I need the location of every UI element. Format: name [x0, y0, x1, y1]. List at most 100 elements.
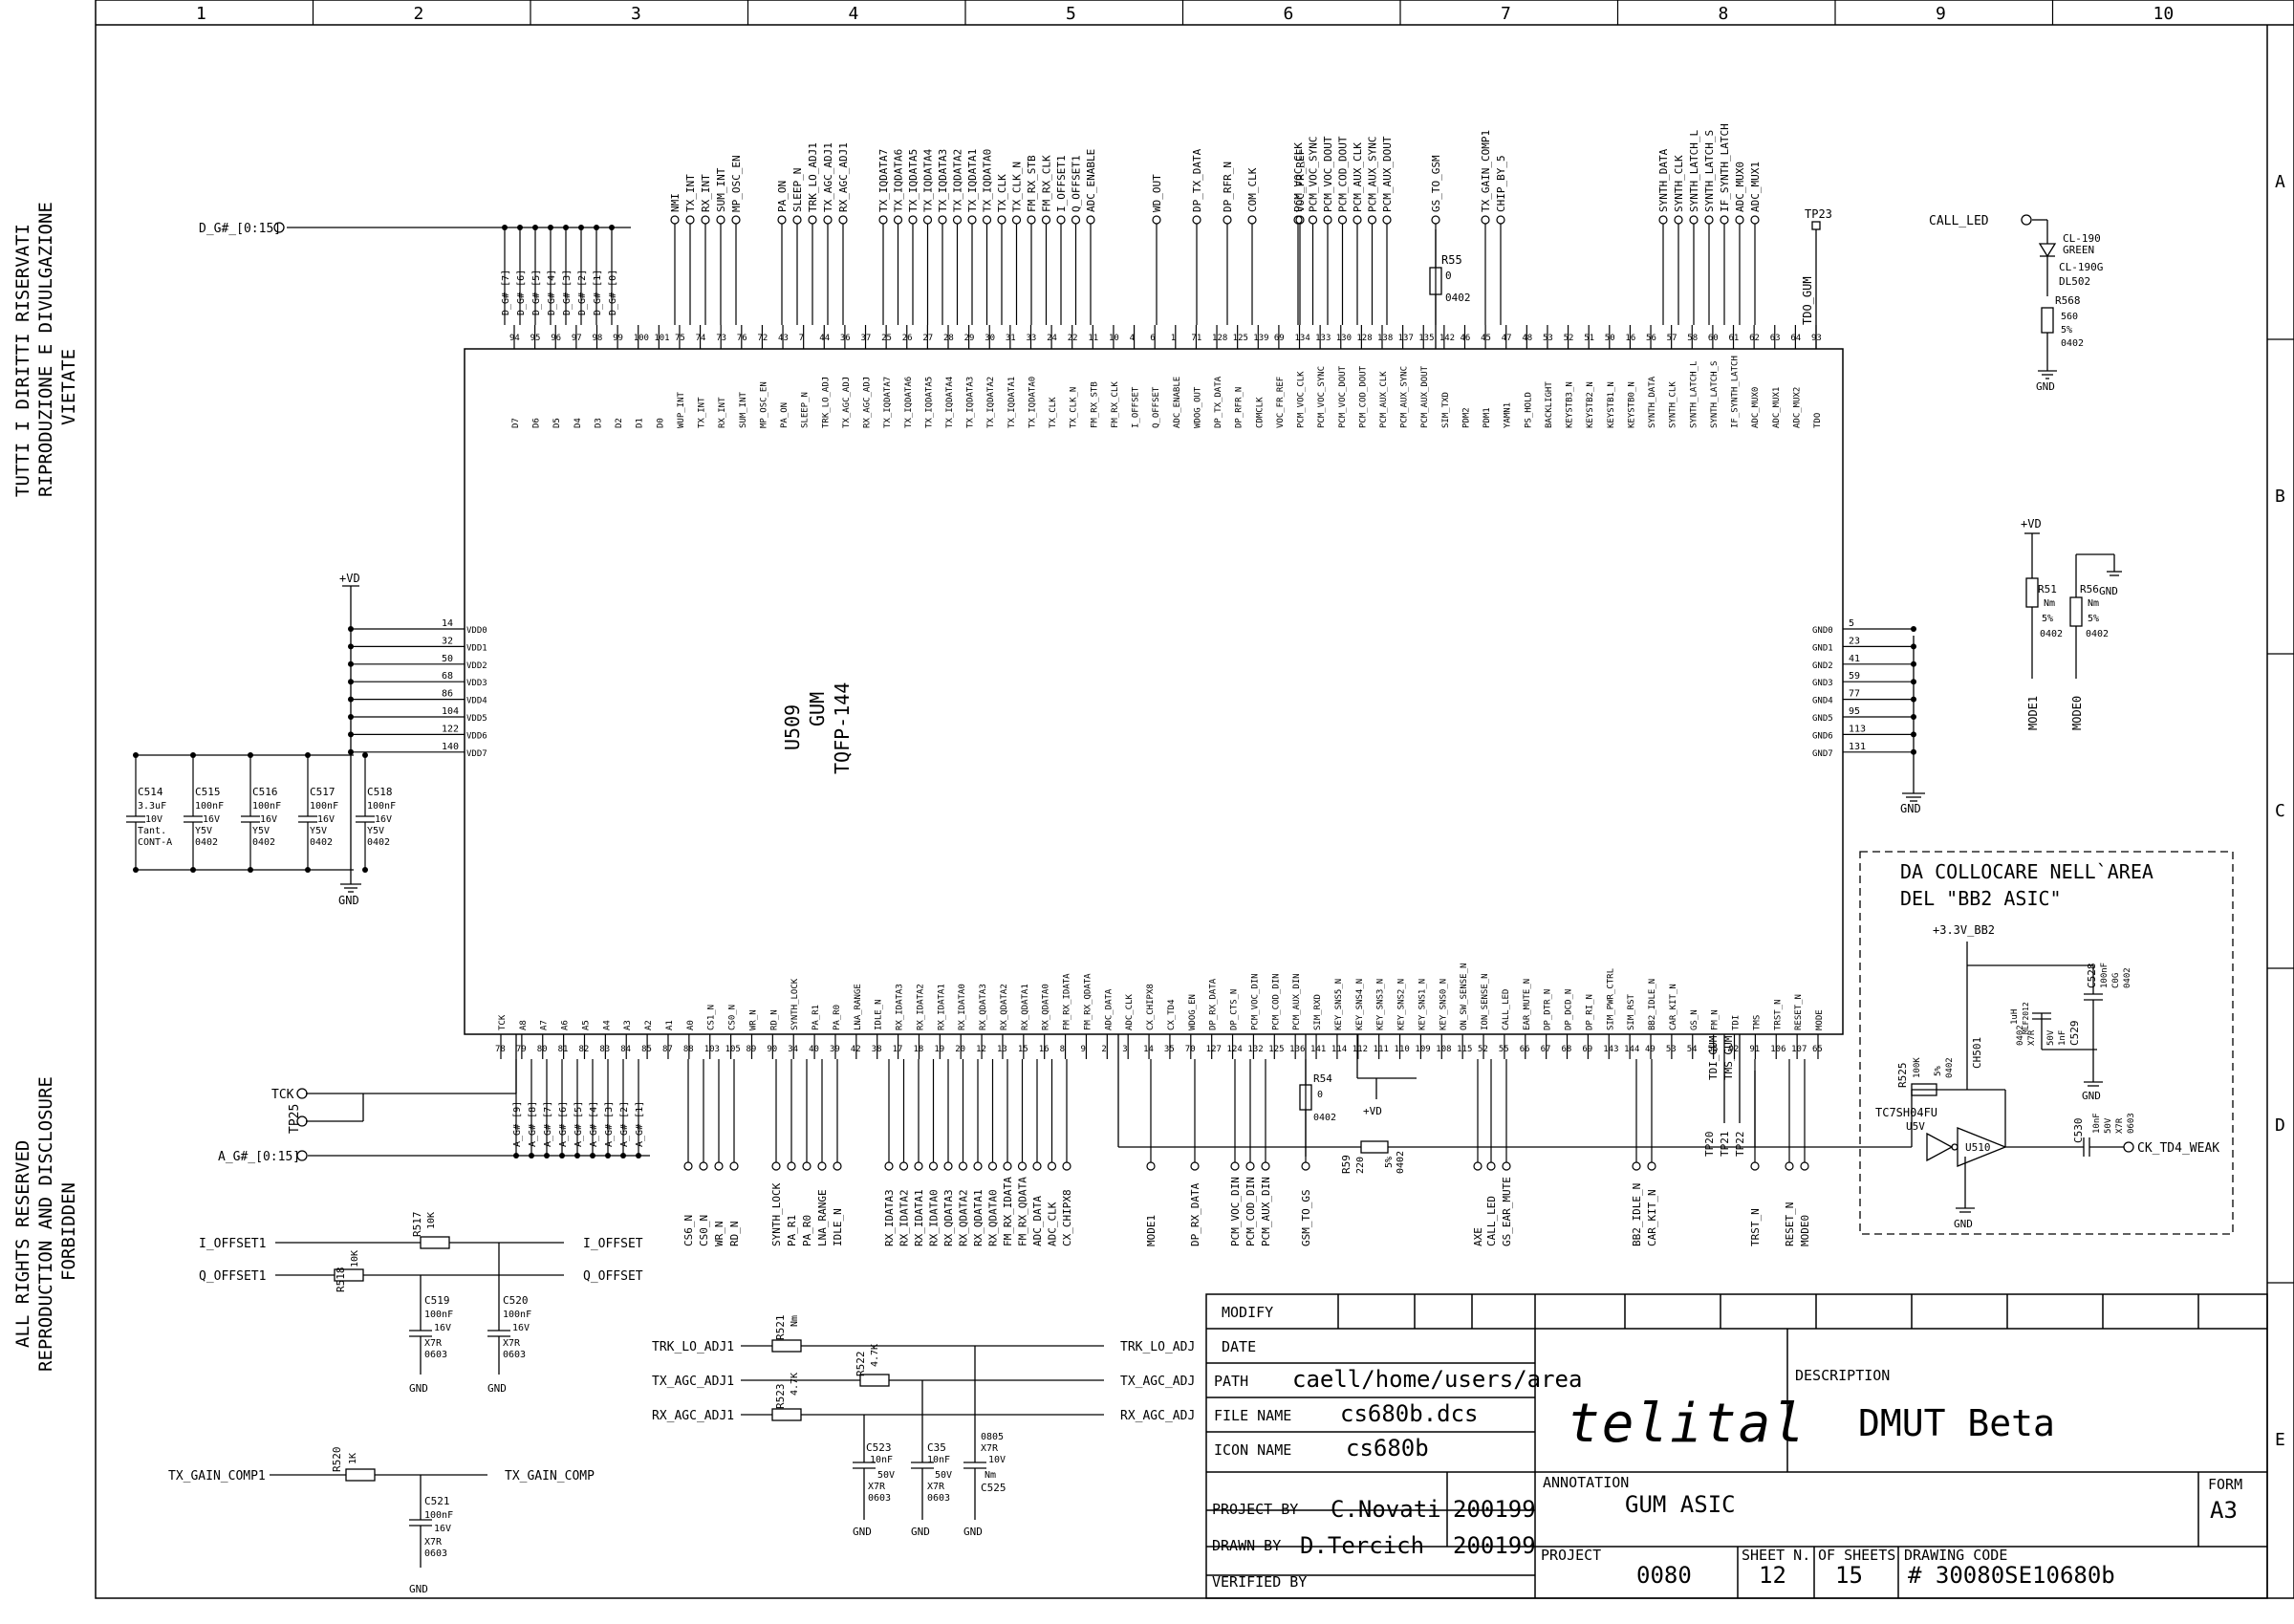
- right-pin-label: GND4: [1812, 697, 1833, 706]
- bottom-pin-number: 87: [662, 1045, 673, 1054]
- tp23: [1811, 221, 1821, 349]
- top-pin-number: 26: [902, 334, 913, 343]
- bottom-pin-label: TRST_N: [1773, 999, 1783, 1030]
- top-signal-label: SYNTH_LATCH_S: [1703, 130, 1716, 212]
- capacitor-ref: C518: [367, 786, 393, 798]
- top-signal-label: SLEEP_N: [791, 168, 804, 212]
- junction-dot: [1911, 626, 1916, 632]
- c519-t: X7R: [424, 1338, 443, 1349]
- data-bus-bit-label: D_G# [6]: [516, 270, 527, 315]
- bottom-signal-label: PCM_COD_DIN: [1244, 1177, 1257, 1246]
- r522-ref: R522: [855, 1352, 867, 1377]
- bottom-port-marker: [1632, 1161, 1641, 1171]
- tb-icon-label: ICON NAME: [1214, 1441, 1291, 1459]
- txgain-out-label: TX_GAIN_COMP: [505, 1469, 595, 1483]
- bottom-pin-label: PCM_AUX_DIN: [1292, 973, 1302, 1030]
- offset-gnd-1: GND: [409, 1382, 428, 1395]
- top-signal-label: ADC_MUX0: [1734, 162, 1746, 212]
- r59-val: 220: [1355, 1157, 1366, 1174]
- top-pin-number: 43: [778, 334, 789, 343]
- led-part-3: CL-190G: [2059, 261, 2103, 273]
- top-pin-label: MP_OSC_EN: [759, 381, 768, 428]
- top-pin-label: TX_IQDATA3: [966, 377, 976, 428]
- top-signal-label: TX_CLK_N: [1011, 162, 1024, 212]
- bottom-signal-label: DP_RX_DATA: [1189, 1182, 1201, 1246]
- top-pin-number: 76: [737, 334, 747, 343]
- top-signal-label: PA_ON: [776, 181, 789, 212]
- capacitor-ref: C516: [252, 786, 278, 798]
- mode-resistors: [2024, 532, 2122, 679]
- address-bus-bit-label: A_G# [3]: [604, 1101, 615, 1147]
- junction-dot: [517, 225, 523, 230]
- address-bus-bit-label: A_G# [9]: [512, 1101, 523, 1147]
- junction-dot: [636, 1153, 641, 1158]
- top-port-marker: [808, 215, 817, 225]
- capacitor-package: CONT-A: [138, 837, 172, 848]
- top-port-marker: [1337, 215, 1348, 225]
- tb-description-value: DMUT Beta: [1858, 1402, 2055, 1444]
- bottom-pin-label: SIM_RST: [1627, 993, 1636, 1030]
- top-pin-label: I_OFFSET: [1132, 386, 1141, 428]
- top-pin-number: 10: [1109, 334, 1119, 343]
- tp21-label: TP21: [1719, 1132, 1731, 1158]
- top-pin-label: ADC_MUX2: [1792, 387, 1802, 428]
- bottom-pin-number: 65: [1812, 1045, 1823, 1054]
- bottom-signal-label: RX_IDATA0: [928, 1189, 941, 1246]
- tb-description-label: DESCRIPTION: [1795, 1367, 1890, 1384]
- r55: [1429, 229, 1442, 349]
- led-res-ref: R568: [2055, 294, 2081, 307]
- top-pin-number: 30: [985, 334, 995, 343]
- top-pin-number: 51: [1584, 334, 1594, 343]
- junction-dot: [133, 867, 139, 873]
- left-pin-label: VDD6: [466, 731, 487, 741]
- top-pin-label: KEYSTB3_N: [1566, 381, 1575, 428]
- left-pin-label: VDD3: [466, 679, 487, 688]
- decoupling-capacitors: C5143.3uF10VTant.CONT-AC515100nF16VY5V04…: [126, 752, 396, 873]
- bottom-port-marker: [1017, 1161, 1028, 1171]
- top-signal-label: TRK_LO_ADJ1: [807, 142, 819, 212]
- top-signal-label: WD_OUT: [1151, 174, 1163, 212]
- bottom-pin-label: SYNTH_LOCK: [790, 978, 800, 1030]
- bottom-signal-label: RX_QDATA1: [972, 1189, 985, 1246]
- c528-p: 0402: [2123, 967, 2132, 988]
- top-port-marker: [922, 215, 933, 225]
- right-pin-number: 59: [1849, 671, 1860, 682]
- top-pin-label: DP_TX_DATA: [1214, 376, 1223, 428]
- bottom-pin-number: 42: [851, 1045, 861, 1054]
- column-label-10: 10: [2153, 4, 2175, 24]
- top-pin-number: 31: [1006, 334, 1016, 343]
- bottom-pin-number: 85: [641, 1045, 652, 1054]
- r523-ref: R523: [774, 1384, 787, 1410]
- tb-drawing-code-label: DRAWING CODE: [1904, 1547, 2007, 1564]
- tdi-gum-label: TDI_GUM: [1707, 1035, 1720, 1080]
- bottom-pin-label: RESET_N: [1794, 994, 1804, 1030]
- u510-ref: U510: [1965, 1141, 1991, 1154]
- chip-package: TQFP-144: [831, 682, 854, 774]
- bottom-signal-label: BB2_IDLE_N: [1631, 1183, 1643, 1246]
- column-label-2: 2: [414, 4, 424, 24]
- bottom-pin-number: 81: [558, 1045, 569, 1054]
- bottom-pin-label: ADC_DATA: [1104, 988, 1114, 1030]
- bottom-signal-label: RX_QDATA0: [987, 1189, 1000, 1246]
- c35-v: 50V: [935, 1470, 952, 1481]
- top-pin-number: 125: [1233, 334, 1248, 343]
- gnd-rail: [1902, 636, 1925, 802]
- data-bus-label: D_G#_[0:15]: [199, 222, 281, 236]
- c529-pkg: 0402: [2016, 1025, 2025, 1046]
- tp25-label: TP25: [288, 1104, 302, 1134]
- tb-date-label: DATE: [1222, 1338, 1256, 1355]
- bottom-pin-label: LNA_RANGE: [854, 984, 863, 1030]
- side-note-bottom-line-1: ALL RIGHTS RESERVED: [12, 1140, 33, 1348]
- column-label-8: 8: [1719, 4, 1729, 24]
- chip-bottom-pins: 78TCK79A880A781A682A583A484A385A287A188A…: [495, 964, 1825, 1059]
- bottom-port-marker: [1750, 1161, 1760, 1171]
- bottom-pin-number: 68: [1562, 1045, 1572, 1054]
- bottom-pin-number: 53: [1666, 1045, 1677, 1054]
- top-pin-label: ADC_MUX1: [1772, 387, 1782, 428]
- c523-ref: C523: [866, 1441, 892, 1454]
- bottom-port-marker: [958, 1161, 968, 1171]
- data-bus-bits: D_G# [7]D_G# [6]D_G# [5]D_G# [4]D_G# [3]…: [501, 225, 618, 325]
- junction-dot: [605, 1153, 611, 1158]
- right-pin-number: 5: [1849, 618, 1854, 629]
